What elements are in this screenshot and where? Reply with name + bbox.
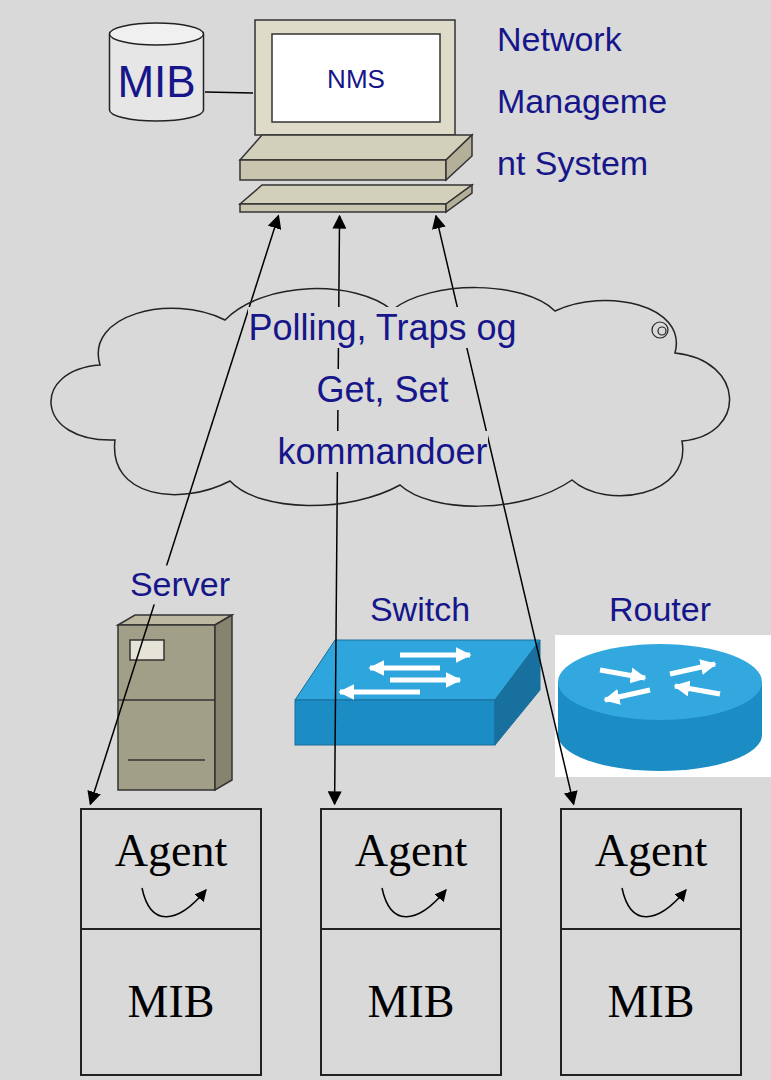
agent-loop-arrow-part [142, 888, 206, 917]
agent-box: Agent [560, 808, 742, 930]
computer-icon-part [446, 135, 472, 180]
server-icon-part [118, 615, 232, 625]
switch-icon-part [495, 640, 540, 745]
cloud-text-block: Polling, Traps og Get, Set kommandoer [233, 300, 533, 486]
node-text: Agent [595, 826, 707, 877]
router-icon-part [600, 670, 645, 678]
mib-box: MIB [320, 930, 502, 1076]
agent-loop-arrow-part [382, 888, 446, 917]
router-icon-part [675, 686, 720, 694]
computer-icon [240, 20, 472, 212]
server-icon-part [118, 699, 215, 701]
node-text: Agent [355, 826, 467, 877]
switch-icon-part [340, 690, 420, 695]
switch-icon-part [295, 700, 495, 745]
mib-box: MIB [80, 930, 262, 1076]
device-label: Server [127, 565, 233, 604]
server-icon-part [215, 615, 232, 790]
mib-box: MIB [560, 930, 742, 1076]
computer-icon-part [272, 34, 440, 122]
cloud-curl [658, 327, 666, 335]
server-icon-part [128, 759, 205, 761]
router-icon-part [670, 664, 715, 674]
computer-icon-part [240, 204, 446, 212]
computer-icon-part [240, 185, 472, 204]
cloud-text: Polling, Traps og Get, Set kommandoer [248, 307, 516, 472]
router-icon-part [555, 635, 771, 777]
switch-icon-part [400, 653, 470, 658]
system-title: Network Manageme nt System [497, 8, 682, 194]
computer-icon-part [446, 185, 472, 212]
agent-loop-arrow-part [622, 888, 686, 917]
computer-icon-part [255, 20, 455, 135]
agent-box: Agent [320, 808, 502, 930]
agent-loop-arrow [142, 888, 686, 917]
device-label: Switch [367, 590, 473, 629]
cylinder-top [110, 23, 204, 45]
node-text: MIB [117, 58, 195, 106]
switch-icon [295, 640, 540, 745]
snmp-arrow [335, 216, 340, 804]
snmp-arrow [436, 216, 574, 804]
server-icon [118, 615, 232, 790]
router-icon-part [558, 644, 762, 720]
link-line [205, 91, 253, 93]
network-cloud: Polling, Traps og Get, Set kommandoer [20, 275, 745, 510]
agent-box: Agent [80, 808, 262, 930]
node-text: Agent [115, 826, 227, 877]
screen-text: NMS [272, 64, 440, 94]
cylinder-body [110, 34, 204, 121]
device-label: Router [606, 590, 714, 629]
computer-icon-part [240, 160, 446, 180]
mib-database: MIB [108, 22, 205, 122]
computer-icon-part [240, 135, 472, 160]
nms-computer: NMS [253, 20, 475, 212]
switch-icon-part [370, 666, 440, 671]
router-icon-part [605, 690, 650, 700]
node-text: MIB [608, 977, 695, 1028]
cloud-curl [652, 322, 668, 338]
router-icon [555, 635, 771, 777]
server-icon-part [118, 625, 215, 790]
cloud-shape [51, 288, 730, 507]
node-text: MIB [128, 977, 215, 1028]
snmp-arrow [90, 216, 278, 804]
node-text: MIB [368, 977, 455, 1028]
server-icon-part [130, 640, 164, 660]
switch-icon-part [390, 678, 460, 683]
